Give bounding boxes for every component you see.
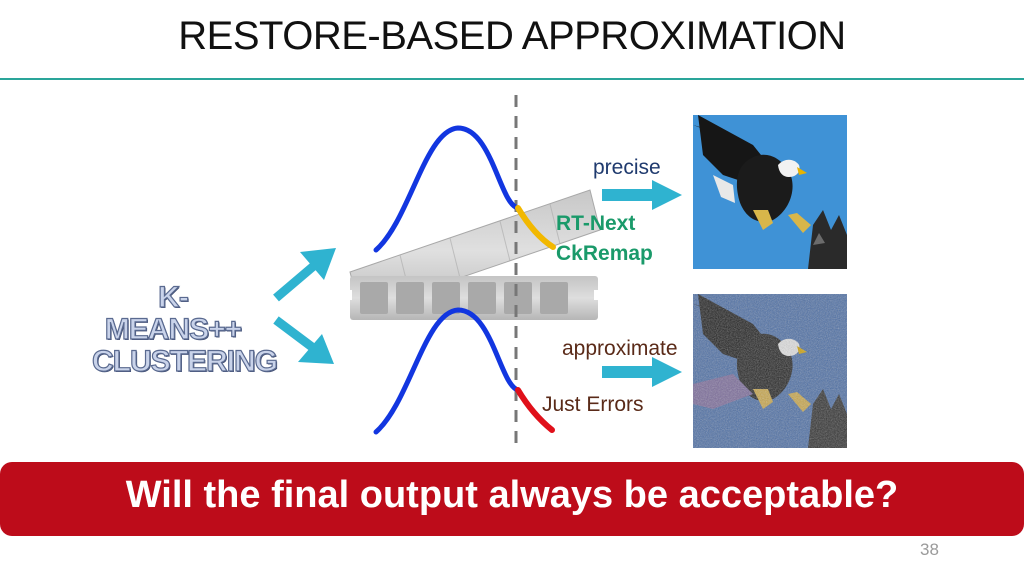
title-divider bbox=[0, 78, 1024, 80]
noisy-eagle-photo-icon bbox=[693, 294, 847, 448]
arrow-right-icon bbox=[602, 357, 682, 387]
ckremap-label: CkRemap bbox=[556, 242, 653, 265]
approximate-label: approximate bbox=[562, 337, 678, 360]
memory-module-icon bbox=[346, 276, 600, 320]
precise-tail-highlight bbox=[515, 205, 556, 250]
banner-question-text: Will the final output always be acceptab… bbox=[125, 474, 899, 516]
error-tail-highlight bbox=[515, 387, 555, 433]
question-banner bbox=[0, 462, 1024, 536]
arrow-right-icon bbox=[602, 180, 682, 210]
precise-distribution-curve bbox=[373, 125, 521, 253]
rt-next-label: RT-Next bbox=[556, 212, 636, 235]
eagle-photo-icon bbox=[693, 115, 847, 269]
kmeans-clustering-label: K-MEANS++ CLUSTERING bbox=[91, 281, 278, 378]
slide-title: RESTORE-BASED APPROXIMATION bbox=[178, 14, 846, 58]
kmeans-line-1: K-MEANS++ bbox=[104, 281, 243, 346]
arrow-up-right-icon bbox=[273, 248, 336, 302]
just-errors-label: Just Errors bbox=[542, 393, 644, 416]
approximate-distribution-curve bbox=[373, 307, 521, 435]
precise-label: precise bbox=[593, 156, 661, 179]
arrow-down-right-icon bbox=[273, 316, 334, 364]
kmeans-line-2: CLUSTERING bbox=[91, 345, 278, 378]
page-number: 38 bbox=[920, 540, 939, 559]
